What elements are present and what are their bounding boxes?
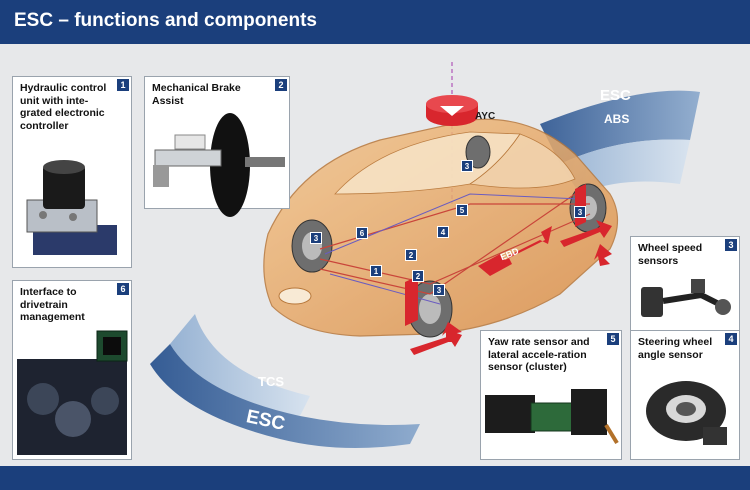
component-card-steering-angle: 4 Steering wheel angle sensor: [630, 330, 740, 460]
card-label: Wheel speed sensors: [638, 242, 703, 267]
diagram-stage: ESC ABS TCS ESC AYC EBD 1 2 3 3 3 4 5 6 …: [0, 44, 750, 466]
card-label: Mechanical Brake Assist: [152, 82, 241, 107]
card-label: Yaw rate sensor and lateral accele-ratio…: [488, 336, 590, 373]
tcs-arc: [170, 314, 310, 416]
ayc-label: AYC: [475, 111, 496, 122]
card-label: Interface to drivetrain management: [20, 286, 85, 323]
car-badge-2b: 2: [412, 270, 424, 282]
abs-label: ABS: [604, 112, 630, 126]
component-card-yaw-rate: 5 Yaw rate sensor and lateral accele-rat…: [480, 330, 622, 460]
component-card-brake-assist: 2 Mechanical Brake Assist: [144, 76, 290, 217]
esc-arc-top: [540, 90, 700, 164]
card-number: 3: [725, 239, 737, 251]
card-number: 6: [117, 283, 129, 295]
card-number: 2: [275, 79, 287, 91]
card-label: Steering wheel angle sensor: [638, 336, 713, 361]
header-bar: ESC – functions and components: [0, 0, 750, 44]
ebd-arrow: [478, 226, 552, 276]
tcs-label: TCS: [258, 374, 284, 389]
car-badge-1: 1: [370, 265, 382, 277]
car-badge-3d: 3: [461, 160, 473, 172]
footer-bar: [0, 466, 750, 490]
card-number: 1: [117, 79, 129, 91]
card-number: 4: [725, 333, 737, 345]
component-card-hydraulic: 1 Hydraulic control unit with inte-grate…: [12, 76, 132, 268]
component-card-drivetrain: 6 Interface to drivetrain management: [12, 280, 132, 460]
car-badge-5: 5: [456, 204, 468, 216]
esc-label-top: ESC: [600, 87, 631, 104]
hydraulic-unit-icon: [26, 160, 117, 255]
yaw-rate-sensor-icon: [485, 389, 619, 445]
brake-booster-icon: [153, 113, 285, 217]
wheel-speed-sensor-icon: [641, 279, 731, 317]
card-number: 5: [607, 333, 619, 345]
car-badge-2: 2: [405, 249, 417, 261]
component-card-wheel-speed: 3 Wheel speed sensors: [630, 236, 740, 336]
car-badge-4: 4: [437, 226, 449, 238]
drivetrain-icon: [17, 330, 128, 455]
esc-arc-bottom: [150, 344, 420, 448]
car-badge-3c: 3: [310, 232, 322, 244]
car-badge-6: 6: [356, 227, 368, 239]
page-title: ESC – functions and components: [14, 10, 317, 31]
car-badge-3a: 3: [433, 284, 445, 296]
card-label: Hydraulic control unit with inte-grated …: [20, 82, 107, 132]
car-badge-3b: 3: [574, 206, 586, 218]
steering-angle-sensor-icon: [646, 381, 727, 445]
